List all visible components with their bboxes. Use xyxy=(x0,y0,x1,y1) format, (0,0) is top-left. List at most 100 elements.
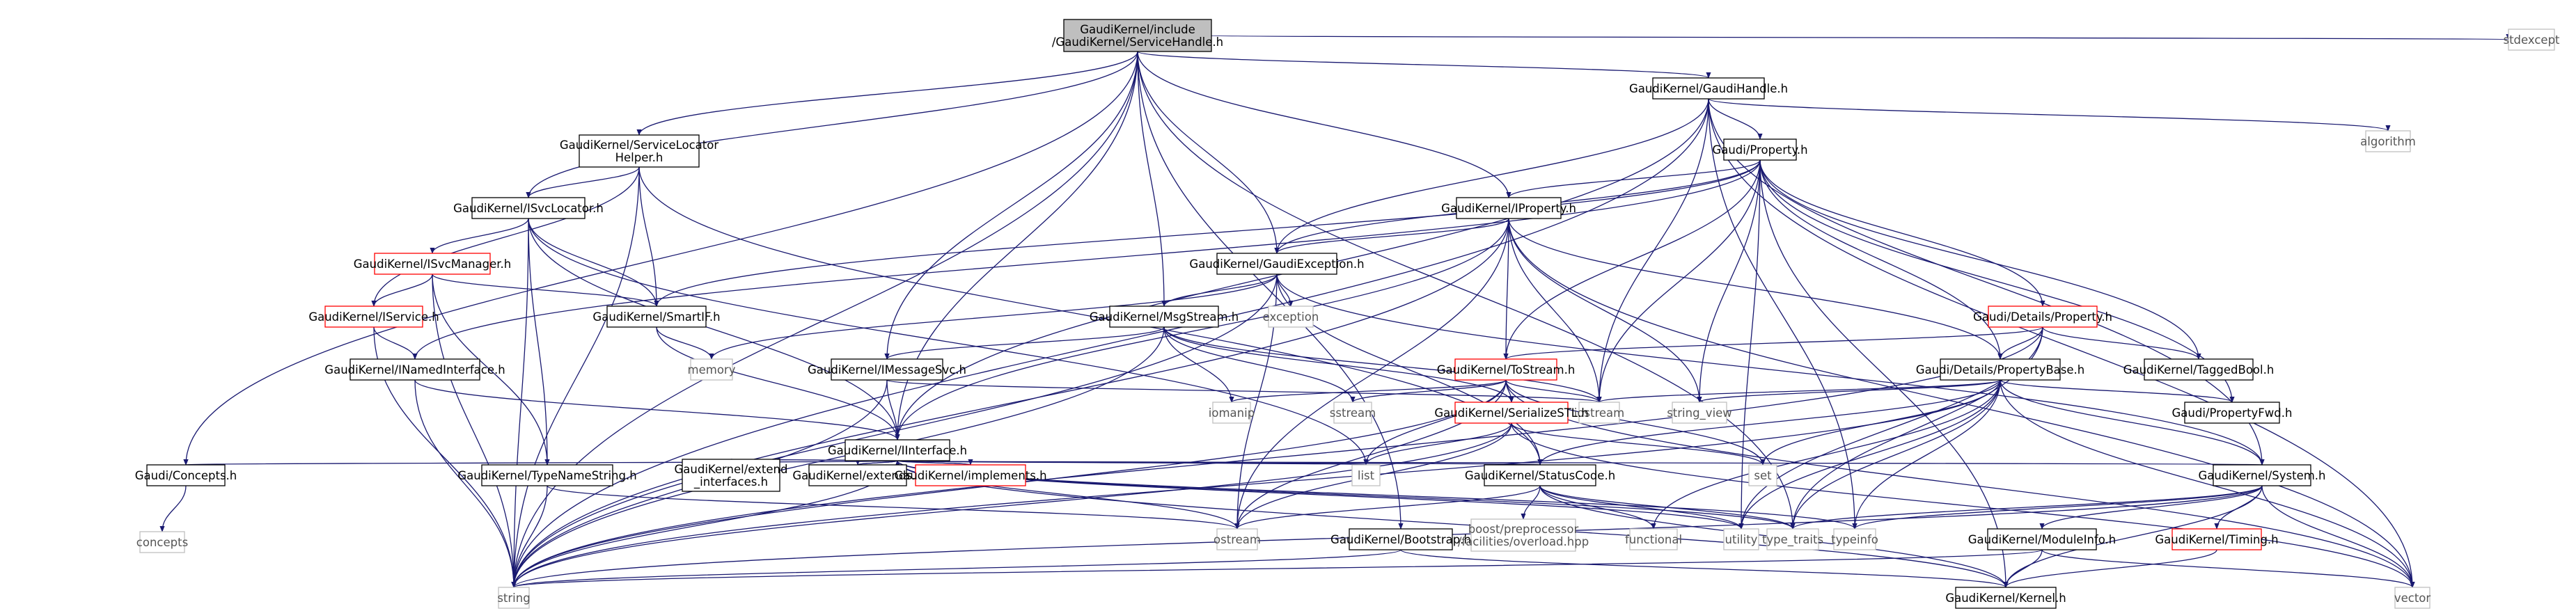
node-moduleinfo[interactable]: GaudiKernel/ModuleInfo.h xyxy=(1968,528,2116,550)
edge-isvclocator-to-iinterface xyxy=(528,218,900,441)
edge-propertybase-to-iostream xyxy=(1596,379,2001,403)
node-label-svclocatorhelper-line2: Helper.h xyxy=(615,151,663,164)
node-propertybase[interactable]: Gaudi/Details/PropertyBase.h xyxy=(1916,358,2084,381)
node-label-bootstrap: GaudiKernel/Bootstrap.h xyxy=(1330,533,1471,546)
node-box-detailsproperty xyxy=(1988,306,2098,328)
edge-moduleinfo-to-string xyxy=(512,549,2043,588)
edge-svclocatorhelper-to-iservice xyxy=(371,166,640,307)
node-box-exception xyxy=(1268,306,1314,328)
node-ostream: ostream xyxy=(1214,528,1261,550)
edge-property-to-taggedbool xyxy=(1759,159,2201,360)
node-kernel[interactable]: GaudiKernel/Kernel.h xyxy=(1945,587,2066,609)
node-list: list xyxy=(1351,464,1381,486)
node-label-utility: utility xyxy=(1725,533,1758,546)
edge-property-to-smartif xyxy=(654,159,1761,307)
node-bootstrap[interactable]: GaudiKernel/Bootstrap.h xyxy=(1330,528,1471,550)
edge-iinterface-to-system xyxy=(897,459,2263,466)
edge-root-to-imessagesvc xyxy=(884,51,1138,360)
node-label-isvclocator: GaudiKernel/ISvcLocator.h xyxy=(453,202,604,215)
node-gaudiexception[interactable]: GaudiKernel/GaudiException.h xyxy=(1189,253,1365,275)
node-concepts: concepts xyxy=(136,531,188,553)
node-concepts_h[interactable]: Gaudi/Concepts.h xyxy=(135,464,237,486)
edge-root-to-isvclocator xyxy=(526,51,1138,198)
node-tostream[interactable]: GaudiKernel/ToStream.h xyxy=(1437,358,1576,381)
node-label-functional: functional xyxy=(1625,533,1682,546)
edge-tostream-to-sstream xyxy=(1350,379,1507,403)
node-extend_interfaces[interactable]: GaudiKernel/extend_interfaces.h xyxy=(675,459,788,492)
node-label-concepts: concepts xyxy=(136,536,188,549)
edge-iservice-to-inamedinterface xyxy=(373,326,418,360)
node-box-timing xyxy=(2171,528,2262,550)
node-propertyfwd[interactable]: Gaudi/PropertyFwd.h xyxy=(2172,402,2293,424)
node-label-moduleinfo: GaudiKernel/ModuleInfo.h xyxy=(1968,533,2116,546)
edge-typenamestring-to-ostream xyxy=(547,485,1240,530)
node-taggedbool[interactable]: GaudiKernel/TaggedBool.h xyxy=(2123,358,2275,381)
node-msgstream[interactable]: GaudiKernel/MsgStream.h xyxy=(1090,306,1239,328)
node-statuscode[interactable]: GaudiKernel/StatusCode.h xyxy=(1465,464,1615,486)
node-box-imessagesvc xyxy=(831,358,943,381)
edge-iproperty-to-tostream xyxy=(1503,218,1509,360)
node-label-memory: memory xyxy=(688,363,736,376)
edge-root-to-concepts_h xyxy=(183,51,1138,466)
node-string: string xyxy=(497,587,531,609)
edge-gaudiexception-to-memory xyxy=(709,273,1278,360)
node-label-serializestl: GaudiKernel/SerializeSTL.h xyxy=(1434,406,1588,420)
node-timing[interactable]: GaudiKernel/Timing.h xyxy=(2155,528,2279,550)
edge-gaudihandle-to-vector xyxy=(1708,98,2415,588)
edge-propertybase-to-functional xyxy=(1651,379,2001,530)
node-boostpp: boost/preprocessor/facilities/overload.h… xyxy=(1458,518,1589,552)
edge-propertybase-to-utility xyxy=(1738,379,2001,530)
node-label-iinterface: GaudiKernel/IInterface.h xyxy=(828,444,967,457)
node-label-set: set xyxy=(1754,469,1772,482)
node-box-implements xyxy=(915,464,1026,486)
edge-msgstream-to-string xyxy=(511,326,1165,588)
edge-gaudihandle-to-typeinfo xyxy=(1708,98,1858,530)
node-label-imessagesvc: GaudiKernel/IMessageSvc.h xyxy=(808,363,966,376)
node-box-typetraits xyxy=(1766,528,1819,550)
edge-root-to-string xyxy=(511,51,1138,588)
node-implements[interactable]: GaudiKernel/implements.h xyxy=(894,464,1047,486)
node-imessagesvc[interactable]: GaudiKernel/IMessageSvc.h xyxy=(808,358,966,381)
node-box-inamedinterface xyxy=(350,358,480,381)
node-box-gaudihandle xyxy=(1652,77,1765,100)
node-iservice[interactable]: GaudiKernel/IService.h xyxy=(308,306,439,328)
node-extends[interactable]: GaudiKernel/extends.h xyxy=(792,464,923,486)
node-sstream: sstream xyxy=(1330,402,1376,424)
node-label-iproperty: GaudiKernel/IProperty.h xyxy=(1441,202,1576,215)
node-box-bootstrap xyxy=(1349,528,1453,550)
node-box-property xyxy=(1723,138,1797,161)
node-detailsproperty[interactable]: Gaudi/Details/Property.h xyxy=(1973,306,2112,328)
edge-property-to-iostream xyxy=(1596,159,1761,403)
node-box-tostream xyxy=(1454,358,1557,381)
edge-implements-to-iinterface xyxy=(895,460,971,467)
node-typenamestring[interactable]: GaudiKernel/TypeNameString.h xyxy=(457,464,637,486)
node-gaudihandle[interactable]: GaudiKernel/GaudiHandle.h xyxy=(1629,77,1788,100)
node-root[interactable]: GaudiKernel/include/GaudiKernel/ServiceH… xyxy=(1052,19,1223,52)
edge-serializestl-to-set xyxy=(1511,422,1766,466)
edge-msgstream-to-iostream xyxy=(1163,326,1602,403)
edge-root-to-iinterface xyxy=(895,51,1138,441)
node-box-msgstream xyxy=(1109,306,1219,328)
node-serializestl[interactable]: GaudiKernel/SerializeSTL.h xyxy=(1434,402,1589,424)
node-label-kernel: GaudiKernel/Kernel.h xyxy=(1945,592,2066,605)
node-smartif[interactable]: GaudiKernel/SmartIF.h xyxy=(592,306,721,328)
node-iproperty[interactable]: GaudiKernel/IProperty.h xyxy=(1441,197,1576,219)
node-label-extend_interfaces-line1: GaudiKernel/extend xyxy=(675,463,788,476)
node-iinterface[interactable]: GaudiKernel/IInterface.h xyxy=(828,439,967,461)
node-label-iservice: GaudiKernel/IService.h xyxy=(308,310,439,324)
edge-svclocatorhelper-to-isvclocator xyxy=(526,166,640,198)
node-inamedinterface[interactable]: GaudiKernel/INamedInterface.h xyxy=(324,358,505,381)
node-isvcmanager[interactable]: GaudiKernel/ISvcManager.h xyxy=(354,253,512,275)
edge-detailsproperty-to-tostream xyxy=(1503,326,2043,360)
node-vector: vector xyxy=(2394,587,2430,609)
node-box-svclocatorhelper xyxy=(579,134,700,168)
node-isvclocator[interactable]: GaudiKernel/ISvcLocator.h xyxy=(453,197,604,219)
node-stringview: string_view xyxy=(1667,402,1732,424)
edge-msgstream-to-imessagesvc xyxy=(884,326,1165,360)
edge-tostream-to-iomanip xyxy=(1229,379,1507,403)
edge-svclocatorhelper-to-string xyxy=(511,166,640,588)
node-property[interactable]: Gaudi/Property.h xyxy=(1712,138,1808,161)
nodes-layer: GaudiKernel/include/GaudiKernel/ServiceH… xyxy=(135,19,2560,609)
node-system[interactable]: GaudiKernel/System.h xyxy=(2198,464,2326,486)
